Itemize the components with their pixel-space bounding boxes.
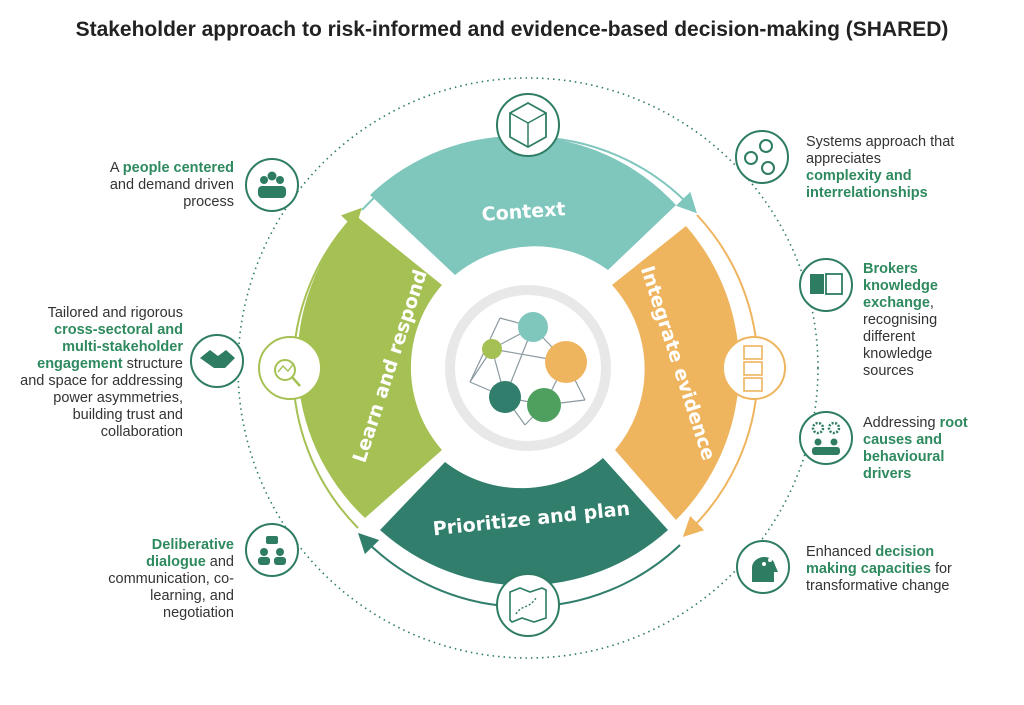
context-segment: [370, 135, 676, 275]
prioritize-segment: [380, 458, 668, 586]
dialogue-icon: [245, 523, 299, 577]
outer-dotted-ring: [237, 77, 819, 659]
analytics-icon: [258, 336, 322, 400]
integrate-icon: [722, 336, 786, 400]
map-icon: [496, 573, 560, 637]
handshake-icon: [190, 334, 244, 388]
network-people-icon: [735, 130, 789, 184]
page-title: Stakeholder approach to risk-informed an…: [75, 18, 949, 41]
head-network-icon: [736, 540, 790, 594]
learn-segment: [297, 215, 442, 518]
center-network-icon: [469, 312, 587, 426]
gears-people-icon: [799, 411, 853, 465]
principle-brokers: Brokers knowledge exchange, recognising …: [863, 261, 938, 379]
principle-people: A people centered and demand driven proc…: [109, 160, 234, 210]
people-group-icon: [245, 158, 299, 212]
principle-dialogue: Deliberative dialogue and communication,…: [108, 537, 234, 621]
principle-decision: Enhanced decision making capacities for …: [806, 544, 952, 594]
principle-root-causes: Addressing root causes and behavioural d…: [863, 415, 968, 482]
principle-cross-sectoral: Tailored and rigorous cross-sectoral and…: [20, 305, 183, 440]
center-circle: [445, 285, 611, 451]
context-icon: [496, 93, 560, 157]
principle-systems: Systems approach that appreciates comple…: [806, 134, 955, 201]
book-icon: [799, 258, 853, 312]
integrate-segment: [612, 226, 740, 520]
